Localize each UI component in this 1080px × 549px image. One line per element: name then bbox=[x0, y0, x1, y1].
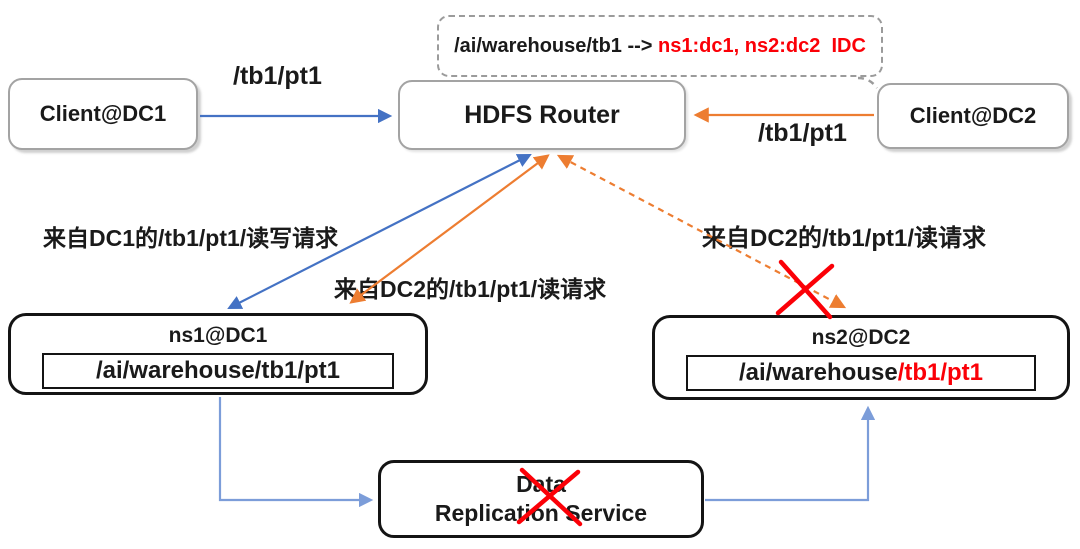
ns1-title: ns1@DC1 bbox=[168, 324, 268, 347]
mount-table-note: /ai/warehouse/tb1 --> ns1:dc1, ns2:dc2 I… bbox=[437, 15, 883, 77]
node-hdfs-router: HDFS Router bbox=[398, 80, 686, 150]
hdfs-router-label: HDFS Router bbox=[464, 100, 620, 129]
blocked-path-x-icon bbox=[775, 259, 835, 320]
node-data-replication-service: Data Replication Service bbox=[378, 460, 704, 538]
ns2-path-existing: /ai/warehouse bbox=[738, 359, 898, 386]
node-ns1-dc1: ns1@DC1 /ai/warehouse/tb1/pt1 bbox=[8, 313, 428, 395]
node-ns2-dc2: ns2@DC2 /ai/warehouse/tb1/pt1 bbox=[652, 315, 1070, 400]
mount-note-tail bbox=[857, 76, 879, 89]
ns2-path-missing: /tb1/pt1 bbox=[897, 359, 984, 386]
ns1-path: /ai/warehouse/tb1/pt1 bbox=[95, 357, 341, 384]
label-dc2-read-requests-to-ns2: 来自DC2的/tb1/pt1/读请求 bbox=[702, 225, 987, 252]
label-dc2-read-requests-to-ns1: 来自DC2的/tb1/pt1/读请求 bbox=[334, 276, 607, 302]
edge-replication-to-ns2 bbox=[705, 405, 876, 502]
mount-rule-path: /ai/warehouse/tb1 --> bbox=[454, 34, 659, 57]
label-dc2-request-path: /tb1/pt1 bbox=[758, 119, 847, 147]
drs-label-line1: Data bbox=[516, 471, 566, 497]
ns2-path-box: /ai/warehouse/tb1/pt1 bbox=[685, 355, 1037, 391]
label-dc1-request-path: /tb1/pt1 bbox=[233, 62, 322, 90]
edge-ns1-to-replication bbox=[218, 397, 374, 508]
client-dc1-label: Client@DC1 bbox=[39, 101, 167, 126]
node-client-dc1: Client@DC1 bbox=[8, 78, 198, 150]
ns2-title: ns2@DC2 bbox=[811, 326, 911, 349]
label-dc1-readwrite-requests: 来自DC1的/tb1/pt1/读写请求 bbox=[43, 225, 339, 251]
ns1-path-box: /ai/warehouse/tb1/pt1 bbox=[42, 353, 394, 389]
client-dc2-label: Client@DC2 bbox=[909, 103, 1037, 128]
mount-rule-targets: ns1:dc1, ns2:dc2 IDC bbox=[658, 34, 866, 57]
drs-label-line2: Replication Service bbox=[434, 500, 648, 526]
node-client-dc2: Client@DC2 bbox=[877, 83, 1069, 149]
